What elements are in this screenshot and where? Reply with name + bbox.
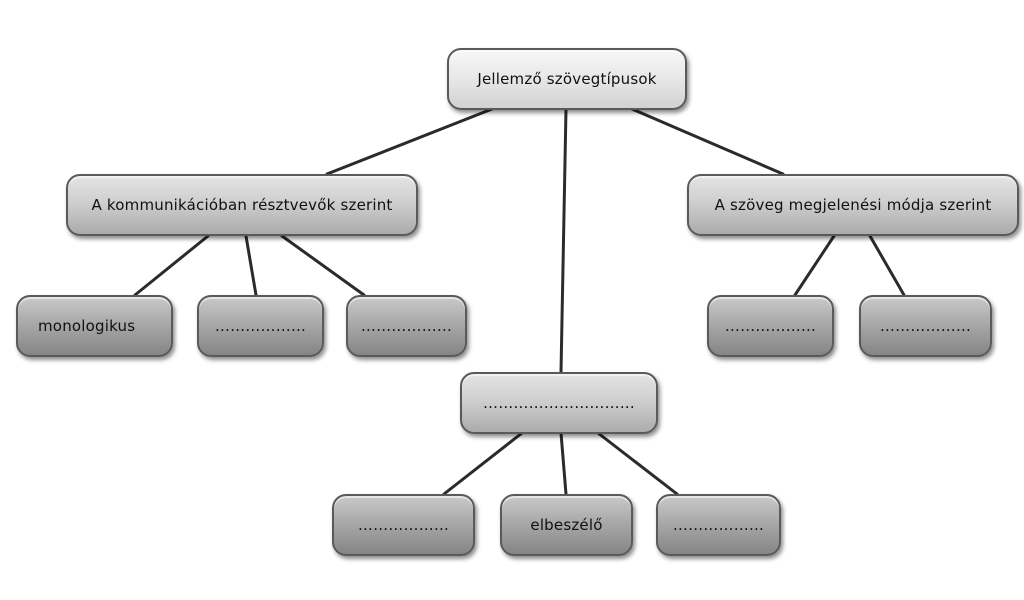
- node-elbeszelo: elbeszélő: [500, 494, 633, 556]
- node-monologikus: monologikus: [16, 295, 173, 357]
- node-blank-appear-2: ………………: [859, 295, 992, 357]
- node-label: monologikus: [38, 317, 136, 335]
- node-blank-middle-3: ………………: [656, 494, 781, 556]
- node-kommunikacio: A kommunikációban résztvevők szerint: [66, 174, 418, 236]
- edge-root-communication: [325, 107, 494, 176]
- edge-root-appearance: [630, 107, 785, 176]
- edge-middle-middle1: [442, 431, 524, 496]
- node-label: A kommunikációban résztvevők szerint: [91, 196, 393, 214]
- node-label: ………………: [357, 516, 450, 534]
- edge-communication-comm2: [244, 234, 258, 297]
- node-label: elbeszélő: [530, 516, 603, 534]
- edge-root-middle: [559, 107, 568, 374]
- node-label: ………………: [879, 317, 972, 335]
- node-blank-comm-2: ………………: [197, 295, 324, 357]
- node-blank-middle: …………………………: [460, 372, 658, 434]
- node-jellemzo-szovegtipusok: Jellemző szövegtípusok: [447, 48, 687, 110]
- node-label: Jellemző szövegtípusok: [477, 70, 657, 88]
- edge-appearance-appear2: [868, 234, 906, 297]
- node-label: ………………: [214, 317, 307, 335]
- node-blank-appear-1: ………………: [707, 295, 834, 357]
- edge-communication-comm3: [280, 234, 366, 297]
- node-label: ………………: [724, 317, 817, 335]
- edge-appearance-appear1: [793, 234, 836, 297]
- node-blank-middle-1: ………………: [332, 494, 475, 556]
- node-label: ………………: [360, 317, 453, 335]
- edge-communication-monologikus: [133, 234, 210, 297]
- node-megjelenesi-mod: A szöveg megjelenési módja szerint: [687, 174, 1019, 236]
- edge-middle-middle3: [596, 431, 679, 496]
- node-label: ………………: [672, 516, 765, 534]
- node-label: A szöveg megjelenési módja szerint: [714, 196, 992, 214]
- edge-middle-elbeszelo: [559, 431, 568, 496]
- node-blank-comm-3: ………………: [346, 295, 467, 357]
- node-label: …………………………: [483, 394, 635, 412]
